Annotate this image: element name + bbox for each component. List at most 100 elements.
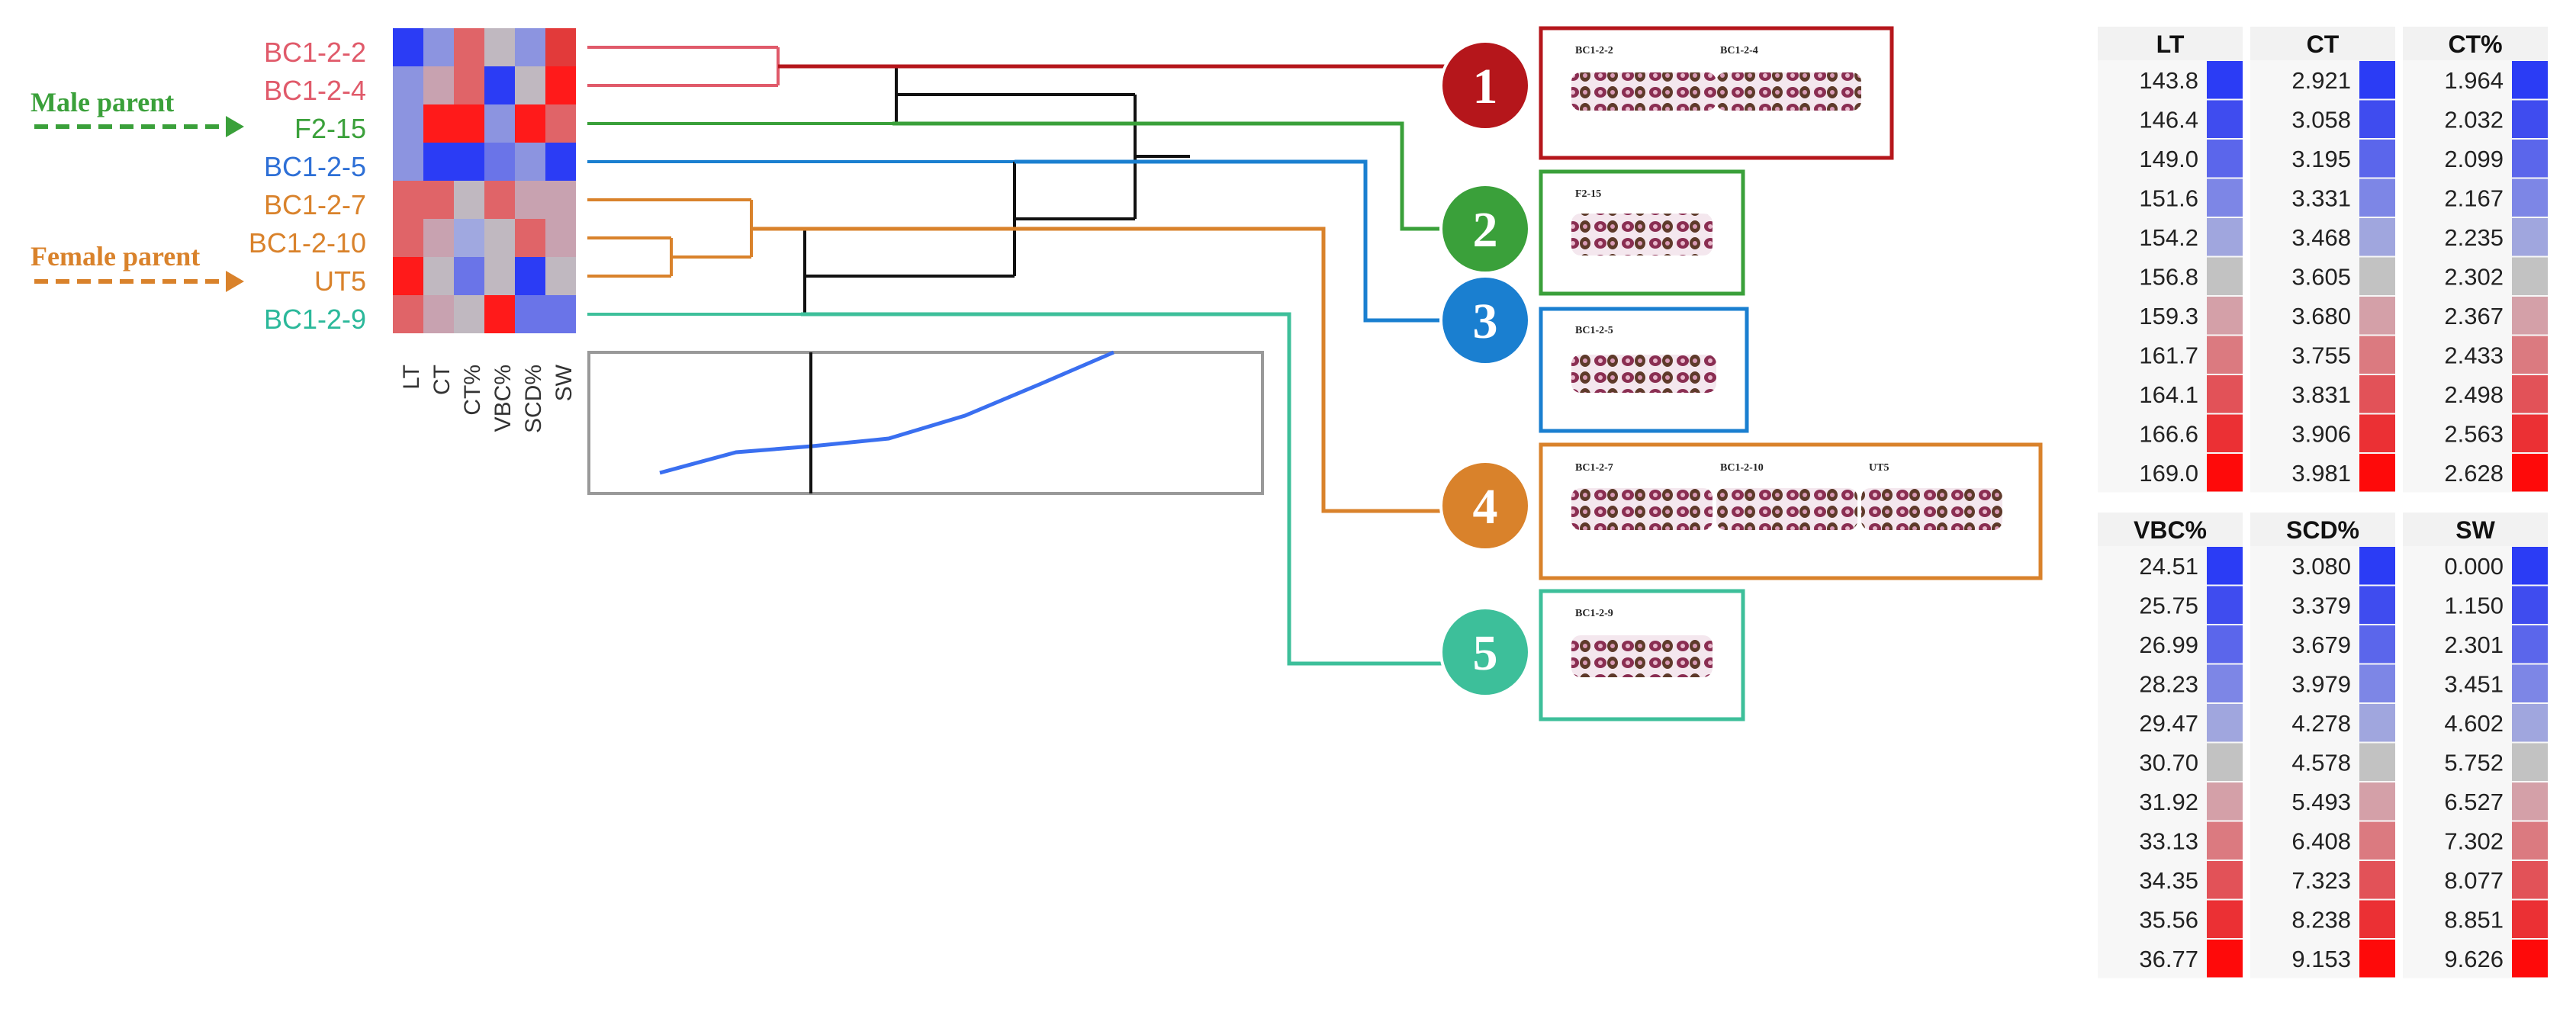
legend-swatch <box>2512 100 2548 138</box>
heatmap-cell <box>393 295 423 333</box>
heatmap-cell <box>484 143 515 181</box>
legend-value: 169.0 <box>2139 460 2198 487</box>
legend-swatch <box>2359 257 2395 295</box>
legend-value: 3.058 <box>2291 107 2351 133</box>
heatmap-cell <box>515 219 545 257</box>
heatmap-cell <box>515 295 545 333</box>
legend-value: 151.6 <box>2139 185 2198 212</box>
heatmap-cell <box>545 104 576 143</box>
legend-swatch <box>2207 297 2243 335</box>
legend-swatch <box>2359 625 2395 664</box>
legend-swatch <box>2207 704 2243 742</box>
group-circle-4: 4 <box>1439 460 1531 551</box>
heatmap-cell <box>484 219 515 257</box>
group-connectors <box>751 64 1449 666</box>
legend-swatch <box>2207 454 2243 492</box>
svg-text:BC1-2-9: BC1-2-9 <box>1575 608 1613 619</box>
legend-swatch <box>2207 547 2243 585</box>
row-label-bc1-2-10: BC1-2-10 <box>249 227 366 259</box>
male-parent-arrow-head <box>226 116 244 137</box>
legend-value: 35.56 <box>2139 907 2198 933</box>
legend-value: 8.077 <box>2444 867 2504 894</box>
legend-value: 149.0 <box>2139 146 2198 172</box>
legend-value: 3.979 <box>2291 671 2351 698</box>
connector-group-3 <box>1015 159 1449 323</box>
legend-swatch <box>2359 100 2395 138</box>
legend-header-bg <box>2098 513 2243 546</box>
legend-swatch <box>2512 664 2548 702</box>
legend-value: 34.35 <box>2139 867 2198 894</box>
micrograph-panel-1: BC1-2-2 BC1-2-4 <box>1539 26 1894 160</box>
female-parent-arrow-head <box>226 271 244 292</box>
legend-swatch <box>2207 140 2243 178</box>
legend-value: 3.195 <box>2291 146 2351 172</box>
legend-value: 25.75 <box>2139 593 2198 619</box>
heatmap-cell <box>393 66 423 104</box>
legend-value: 2.367 <box>2444 303 2504 329</box>
female-parent-label: Female parent <box>31 241 200 272</box>
legend-swatch <box>2512 782 2548 821</box>
legend-swatch <box>2207 100 2243 138</box>
heatmap-cell <box>423 66 454 104</box>
legend-swatch <box>2359 178 2395 217</box>
heatmap-cell <box>515 66 545 104</box>
legend-value: 164.1 <box>2139 381 2198 408</box>
legend-value: 3.605 <box>2291 264 2351 291</box>
legend-swatch <box>2512 61 2548 99</box>
legend-value: 9.626 <box>2444 946 2504 972</box>
legend-value: 4.278 <box>2291 710 2351 737</box>
legend-value: 33.13 <box>2139 828 2198 855</box>
heatmap-cell <box>545 143 576 181</box>
legend-swatch <box>2207 61 2243 99</box>
legend-value: 2.498 <box>2444 381 2504 408</box>
legend-header-bg <box>2098 27 2243 60</box>
heatmap-cell <box>484 66 515 104</box>
micrograph-image <box>1861 488 2002 530</box>
heatmap-cell <box>454 219 484 257</box>
legend-swatch <box>2512 821 2548 860</box>
heatmap-cell <box>484 28 515 66</box>
legend-swatch <box>2207 664 2243 702</box>
legend-swatch <box>2207 257 2243 295</box>
heatmap-cell <box>545 257 576 295</box>
svg-text:5: 5 <box>1473 625 1498 681</box>
group-circle-3: 3 <box>1439 275 1531 366</box>
legend-swatch <box>2207 821 2243 860</box>
legend-swatch <box>2359 61 2395 99</box>
micrograph-panel-2: F2-15 <box>1539 169 1745 296</box>
legend-value: 3.981 <box>2291 460 2351 487</box>
legend-value: 7.323 <box>2291 867 2351 894</box>
legend-value: 1.150 <box>2444 593 2504 619</box>
heatmap-cell <box>545 66 576 104</box>
legend-value: 30.70 <box>2139 750 2198 776</box>
heatmap-cell <box>423 28 454 66</box>
legend-swatch <box>2359 375 2395 413</box>
legend-value: 0.000 <box>2444 553 2504 580</box>
legend-value: 143.8 <box>2139 67 2198 94</box>
heatmap-cell <box>484 257 515 295</box>
legend-value: 156.8 <box>2139 264 2198 291</box>
row-label-ut5: UT5 <box>314 265 366 297</box>
svg-text:BC1-2-2: BC1-2-2 <box>1575 45 1613 56</box>
legend-swatch <box>2359 821 2395 860</box>
legend-value: 3.831 <box>2291 381 2351 408</box>
row-label-bc1-2-4: BC1-2-4 <box>264 75 366 106</box>
legend-value: 2.099 <box>2444 146 2504 172</box>
cut-height-inset <box>587 350 1264 495</box>
legend-swatch <box>2512 375 2548 413</box>
legend-swatch <box>2359 782 2395 821</box>
legend-value: 154.2 <box>2139 224 2198 251</box>
legend-value: 6.408 <box>2291 828 2351 855</box>
heatmap-cell <box>515 104 545 143</box>
group-circle-1: 1 <box>1439 40 1531 131</box>
svg-text:BC1-2-10: BC1-2-10 <box>1720 462 1764 474</box>
branch-join-bc1-2-10-ut5 <box>670 238 751 276</box>
heatmap-cell <box>393 104 423 143</box>
micrograph-panels: BC1-2-2 BC1-2-4 F2-15 BC1-2-5 BC1-2-7 BC… <box>1539 26 2043 721</box>
legend-swatch <box>2512 178 2548 217</box>
svg-text:UT5: UT5 <box>1869 462 1889 474</box>
micrograph-panel-4: BC1-2-7 BC1-2-10 UT5 <box>1539 442 2043 580</box>
row-label-f2-15: F2-15 <box>294 113 366 144</box>
heatmap-cell <box>454 143 484 181</box>
